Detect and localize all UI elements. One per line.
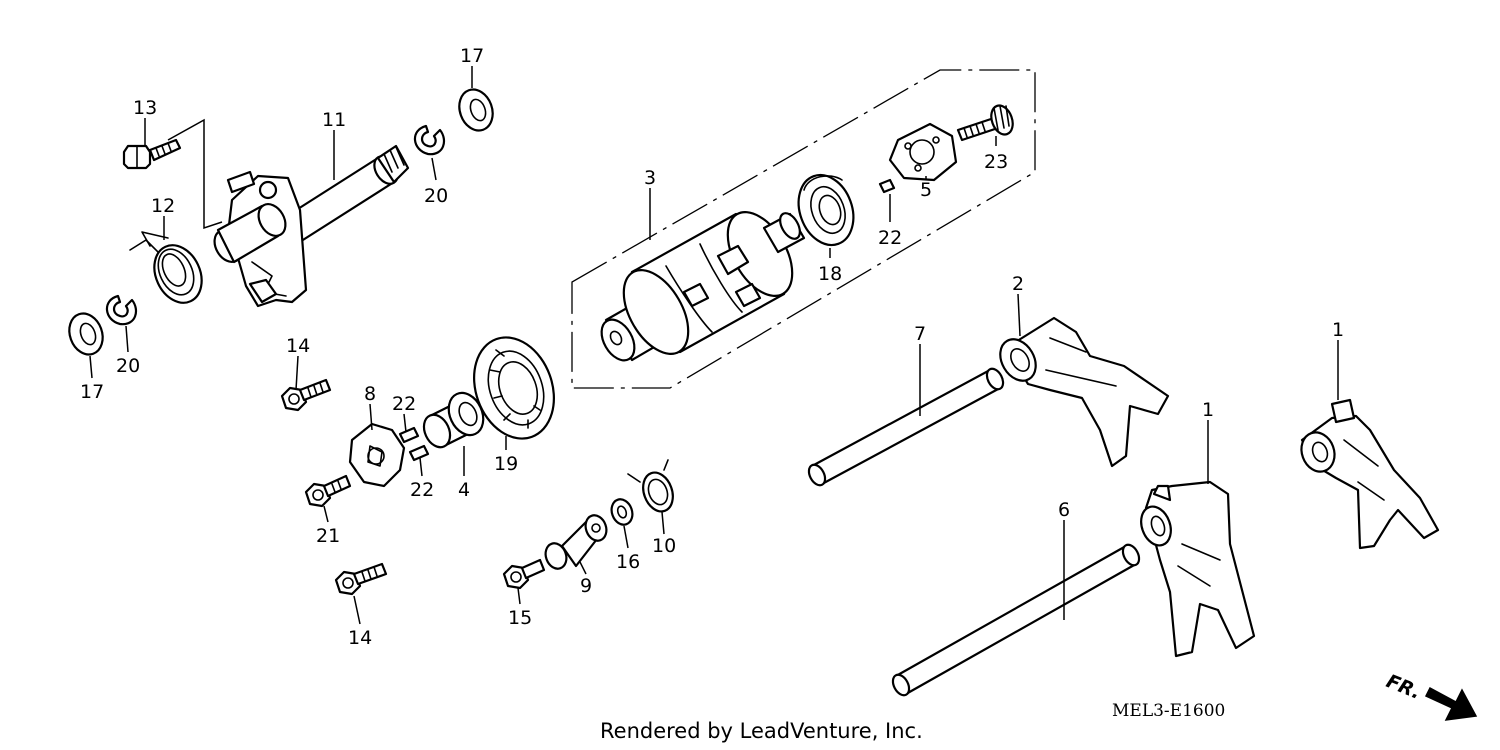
label-1-middle: 1 — [1202, 399, 1214, 421]
label-3: 3 — [644, 167, 656, 189]
label-20-left: 20 — [116, 355, 140, 377]
part-4-collar[interactable] — [419, 387, 490, 451]
label-18: 18 — [818, 263, 842, 285]
front-label: FR. — [1383, 670, 1424, 704]
label-11: 11 — [322, 109, 346, 131]
drum-assembly-outline — [571, 69, 1036, 389]
part-14-bolt-upper[interactable] — [280, 378, 332, 412]
label-19: 19 — [494, 453, 518, 475]
part-14-bolt-lower[interactable] — [334, 562, 388, 596]
label-4: 4 — [458, 479, 470, 501]
part-12-return-spring[interactable] — [129, 231, 211, 310]
part-1-shift-fork-right[interactable] — [1296, 398, 1440, 550]
label-22-mid-lower: 22 — [410, 479, 434, 501]
part-22-pin-mid-lower[interactable] — [408, 444, 430, 462]
part-17-washer-top[interactable] — [454, 85, 498, 135]
label-2: 2 — [1012, 273, 1024, 295]
label-21: 21 — [316, 525, 340, 547]
part-10-stopper-spring[interactable] — [627, 459, 678, 516]
part-2-shift-fork[interactable] — [993, 316, 1170, 468]
part-9-stopper-arm[interactable] — [542, 512, 610, 571]
label-17-left: 17 — [80, 381, 104, 403]
label-7: 7 — [914, 323, 926, 345]
part-1-shift-fork-middle[interactable] — [1136, 480, 1256, 658]
part-17-washer-left[interactable] — [64, 309, 108, 359]
shift-shaft-group-outline — [167, 118, 223, 230]
part-13-bolt[interactable] — [122, 138, 182, 170]
label-5: 5 — [920, 179, 932, 201]
label-17-top: 17 — [460, 45, 484, 67]
label-8: 8 — [364, 383, 376, 405]
label-15: 15 — [508, 607, 532, 629]
part-16-washer[interactable] — [608, 496, 636, 527]
label-13: 13 — [133, 97, 157, 119]
diagram-code: MEL3-E1600 — [1112, 701, 1225, 721]
label-16: 16 — [616, 551, 640, 573]
label-6: 6 — [1058, 499, 1070, 521]
front-direction-indicator: FR. — [1383, 670, 1478, 721]
leader-lines — [89, 66, 1339, 625]
part-22-pin-mid-upper[interactable] — [398, 426, 420, 444]
part-7-fork-shaft[interactable] — [806, 366, 1007, 488]
part-22-pin-top[interactable] — [878, 178, 896, 194]
part-20-circlip-left[interactable] — [105, 294, 138, 326]
part-20-circlip-top[interactable] — [413, 124, 446, 156]
front-arrow-icon — [1424, 686, 1478, 721]
label-14-upper: 14 — [286, 335, 310, 357]
label-20-top: 20 — [424, 185, 448, 207]
part-5-drum-center[interactable] — [888, 122, 958, 182]
part-8-stopper-plate[interactable] — [348, 422, 406, 488]
label-1-right: 1 — [1332, 319, 1344, 341]
label-22-top: 22 — [878, 227, 902, 249]
part-number-labels: 17 13 11 20 12 17 20 3 18 22 5 23 14 8 2… — [80, 45, 1344, 649]
part-3-shift-drum[interactable] — [595, 201, 806, 366]
part-18-bearing[interactable] — [789, 167, 862, 252]
part-23-bolt[interactable] — [956, 102, 1017, 142]
label-12: 12 — [151, 195, 175, 217]
label-23: 23 — [984, 151, 1008, 173]
part-11-gearshift-spindle[interactable] — [209, 144, 410, 308]
part-21-bolt[interactable] — [304, 474, 352, 508]
part-15-bolt[interactable] — [502, 558, 546, 590]
label-22-mid-upper: 22 — [392, 393, 416, 415]
label-14-lower: 14 — [348, 627, 372, 649]
label-9: 9 — [580, 575, 592, 597]
part-6-fork-shaft[interactable] — [890, 542, 1143, 698]
part-19-bearing[interactable] — [461, 326, 568, 450]
label-10: 10 — [652, 535, 676, 557]
credit-text: Rendered by LeadVenture, Inc. — [600, 719, 923, 743]
